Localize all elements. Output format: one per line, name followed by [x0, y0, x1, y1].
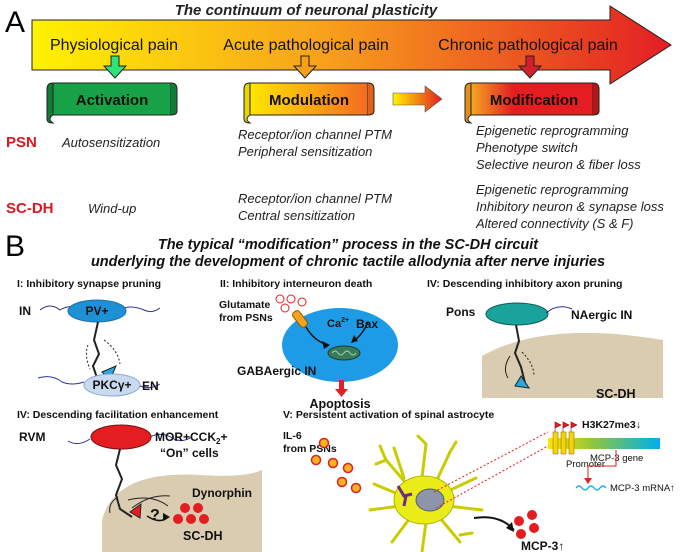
row-label-psn: PSN	[6, 134, 37, 151]
mcp3-gene-bar	[548, 438, 660, 449]
scdh-modulation-text-1: Receptor/ion channel PTM	[238, 191, 392, 206]
mcp3-dot	[529, 523, 539, 533]
pkc-neuron	[83, 373, 141, 397]
il6-dots	[310, 437, 362, 494]
dynorphin-dot	[173, 514, 183, 524]
activation-box: Activation	[46, 82, 178, 124]
methyl-flag-icon	[554, 421, 578, 432]
pons-neuron	[485, 302, 549, 326]
psn-modification-text-2: Phenotype switch	[476, 140, 578, 155]
glutamate-vesicle	[280, 303, 290, 313]
row-label-scdh: SC-DH	[6, 200, 54, 217]
p4-dynorphin-label: Dynorphin	[192, 486, 252, 500]
p1-in-label: IN	[19, 304, 31, 318]
p1-title: I: Inhibitory synapse pruning	[17, 278, 161, 290]
p4-rvm-label: RVM	[19, 430, 45, 444]
rvm-neuron	[90, 424, 152, 450]
dynorphin-dot	[186, 514, 196, 524]
dynorphin-dot	[180, 503, 190, 513]
p4-title: IV: Descending facilitation enhancement	[17, 409, 219, 421]
glutamate-vesicle	[286, 294, 296, 304]
psn-modification-text-3: Selective neuron & fiber loss	[476, 157, 641, 172]
scdh-modification-text-2: Inhibitory neuron & synapse loss	[476, 199, 664, 214]
down-arrow-red-icon	[517, 55, 543, 79]
p4-diagram: ? RVM MOR+CCK2+ “On” cells Dynorphin SC-…	[19, 424, 262, 552]
p5-diagram: IL-6 from PSNs	[283, 419, 675, 552]
p2-diagram: Glutamate from PSNs Ca2+ Bax GABAergic I…	[219, 294, 398, 411]
p2-glutamate-2: from PSNs	[219, 312, 273, 324]
mcp3-dot	[527, 510, 537, 520]
p1-en-label: EN	[142, 379, 159, 393]
p5-mrna-label: MCP-3 mRNA↑	[610, 483, 675, 494]
p3-diagram: Pons NAergic IN SC-DH	[446, 302, 663, 401]
p4-mor-label: MOR+CCK2+	[155, 430, 227, 446]
glutamate-receptor-icon	[292, 310, 308, 328]
p1-pkc-label: PKCγ+	[92, 378, 131, 392]
modification-label: Modification	[490, 92, 578, 109]
dynorphin-dot	[193, 503, 203, 513]
scdh-modification-text-3: Altered connectivity (S & F)	[475, 216, 634, 231]
p5-gene-label: MCP-3 gene	[590, 453, 643, 464]
astrocyte-cell	[368, 434, 484, 552]
continuum-arrow	[31, 5, 672, 85]
p2-bax-label: Bax	[356, 317, 378, 331]
p3-title: IV: Descending inhibitory axon pruning	[427, 278, 622, 290]
p4-scdh-label: SC-DH	[183, 529, 223, 543]
scdh-activation-text: Wind-up	[88, 201, 136, 216]
mcp3-dot	[516, 529, 526, 539]
facilitation-terminal-icon	[129, 502, 142, 519]
p2-apoptosis-label: Apoptosis	[309, 397, 370, 411]
p5-mcp3-label: MCP-3↑	[521, 539, 564, 552]
p5-title: V: Persistent activation of spinal astro…	[283, 409, 494, 421]
il6-receptor-icon	[396, 485, 413, 507]
panel-b-title-line2: underlying the development of chronic ta…	[91, 254, 605, 270]
panel-a-letter: A	[5, 6, 25, 39]
astrocyte-nucleus	[415, 488, 445, 512]
p2-gaba-label: GABAergic IN	[237, 364, 316, 378]
p5-promoter-label: Promoter	[566, 459, 605, 470]
glutamate-vesicle	[275, 294, 285, 304]
activation-label: Activation	[76, 92, 149, 109]
modulation-label: Modulation	[269, 92, 349, 109]
p3-scdh-label: SC-DH	[596, 387, 636, 401]
p4-question: ?	[150, 507, 160, 524]
scdh-modulation-text-2: Central sensitization	[238, 208, 355, 223]
small-gradient-arrow	[392, 85, 443, 113]
p4-on-cells-label: “On” cells	[160, 446, 219, 460]
p1-diagram: IN PV+ PKCγ+ EN	[19, 299, 161, 397]
apoptosis-arrow-icon	[335, 389, 348, 397]
psn-modulation-text-2: Peripheral sensitization	[238, 144, 372, 159]
scdh-modification-text-1: Epigenetic reprogramming	[476, 182, 629, 197]
down-arrow-orange-icon	[292, 55, 318, 79]
panel-b-title-line1: The typical “modification” process in th…	[158, 237, 539, 253]
stage-label-physiological: Physiological pain	[50, 37, 178, 54]
dynorphin-dot	[199, 514, 209, 524]
mrna-wave-icon	[575, 485, 607, 491]
p2-title: II: Inhibitory interneuron death	[220, 278, 372, 290]
continuum-title: The continuum of neuronal plasticity	[175, 2, 438, 19]
p2-glutamate-1: Glutamate	[219, 299, 271, 311]
p2-ca-label: Ca2+	[327, 317, 349, 330]
stage-label-acute: Acute pathological pain	[223, 37, 388, 54]
p3-pons-label: Pons	[446, 305, 476, 319]
panel-b-letter: B	[5, 230, 25, 263]
p5-il6-1: IL-6	[283, 430, 302, 442]
stage-label-chronic: Chronic pathological pain	[438, 37, 618, 54]
p5-h3k-label: H3K27me3↓	[582, 419, 641, 431]
gabaergic-neuron	[282, 308, 398, 382]
psn-activation-text: Autosensitization	[61, 135, 160, 150]
psn-modification-text-1: Epigenetic reprogramming	[476, 123, 629, 138]
modification-box: Modification	[464, 82, 600, 124]
p1-pv-label: PV+	[85, 304, 108, 318]
mcp3-dot	[514, 516, 524, 526]
p3-nergic-label: NAergic IN	[571, 308, 632, 322]
down-arrow-green-icon	[102, 55, 128, 79]
glutamate-vesicle	[297, 297, 307, 307]
psn-modulation-text-1: Receptor/ion channel PTM	[238, 127, 392, 142]
axon-terminal-icon	[514, 375, 531, 389]
modulation-box: Modulation	[243, 82, 375, 124]
